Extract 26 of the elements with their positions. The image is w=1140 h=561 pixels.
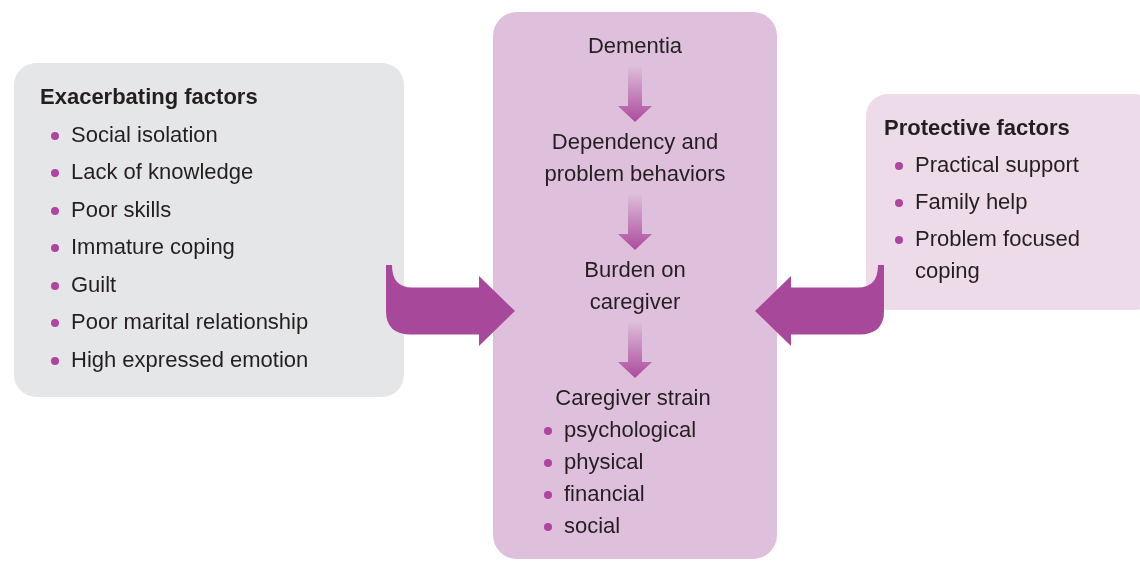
factor-panel (866, 94, 1140, 310)
factor-panel (14, 63, 404, 397)
stage-text: Caregiver strain (554, 384, 712, 412)
list-item: Lack of knowledge (40, 156, 394, 188)
list-item: financial (533, 478, 733, 510)
list-item: physical (533, 446, 733, 478)
stage-text: Dependency and problem behaviors (517, 126, 753, 190)
gradient-arrow (618, 195, 652, 250)
list-item: Problem focused coping (884, 223, 1139, 287)
stage-text: Dementia (513, 30, 757, 62)
curved-block-arrow (755, 265, 884, 346)
list-item: social (533, 510, 733, 542)
list-item: High expressed emotion (40, 343, 394, 376)
heading: Protective factors (884, 114, 1071, 142)
list-item: Family help (884, 186, 1139, 218)
central-panel (493, 12, 777, 559)
list-item: Immature coping (40, 231, 394, 263)
list-item: Social isolation (40, 118, 394, 151)
gradient-arrow (618, 323, 652, 378)
list-item: Practical support (884, 149, 1139, 181)
gradient-arrow (618, 67, 652, 122)
stage-text: Burden on caregiver (560, 254, 710, 318)
curved-block-arrow (386, 265, 515, 346)
list-item: Poor skills (40, 193, 394, 226)
heading: Exacerbating factors (40, 83, 259, 111)
list-item: psychological (533, 414, 733, 446)
